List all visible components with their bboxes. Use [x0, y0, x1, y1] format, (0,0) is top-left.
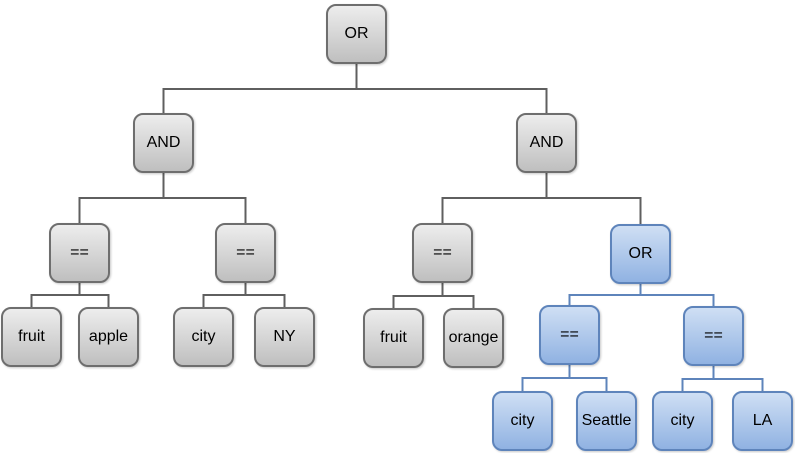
tree-node-leaf-city-2[interactable]: city [492, 391, 553, 451]
tree-node-and-left[interactable]: AND [133, 113, 194, 173]
tree-node-eq-city-la[interactable]: == [683, 306, 744, 366]
tree-node-leaf-ny[interactable]: NY [254, 307, 315, 367]
tree-node-or-root[interactable]: OR [326, 4, 387, 64]
tree-node-leaf-orange[interactable]: orange [443, 308, 504, 368]
tree-node-eq-fruit-apple[interactable]: == [49, 223, 110, 283]
tree-node-leaf-seattle[interactable]: Seattle [576, 391, 637, 451]
tree-node-or-city[interactable]: OR [610, 224, 671, 284]
tree-node-eq-city-ny[interactable]: == [215, 223, 276, 283]
tree-node-leaf-city-3[interactable]: city [652, 391, 713, 451]
tree-node-leaf-fruit-2[interactable]: fruit [363, 308, 424, 368]
tree-node-eq-city-seattle[interactable]: == [539, 305, 600, 365]
tree-node-leaf-apple[interactable]: apple [78, 307, 139, 367]
tree-node-leaf-fruit-1[interactable]: fruit [1, 307, 62, 367]
tree-node-and-right[interactable]: AND [516, 113, 577, 173]
tree-node-leaf-la[interactable]: LA [732, 391, 793, 451]
tree-node-eq-fruit-orange[interactable]: == [412, 223, 473, 283]
tree-node-leaf-city-1[interactable]: city [173, 307, 234, 367]
